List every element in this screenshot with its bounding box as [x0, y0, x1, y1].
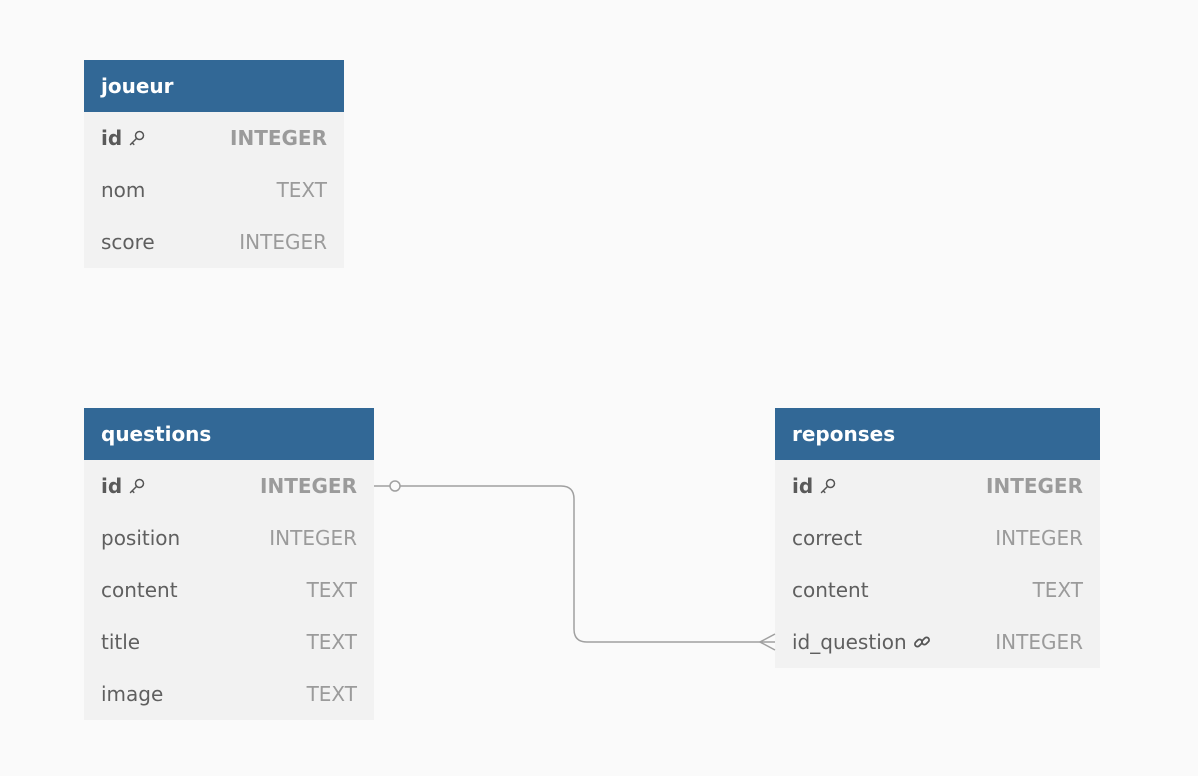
column-name: content: [792, 578, 869, 602]
column-type: TEXT: [276, 178, 327, 202]
table-row[interactable]: nom TEXT: [84, 164, 344, 216]
table-row[interactable]: correct INTEGER: [775, 512, 1100, 564]
table-row[interactable]: content TEXT: [775, 564, 1100, 616]
column-type: TEXT: [306, 682, 357, 706]
table-questions[interactable]: questions id INTEGER position INTEGER co…: [84, 408, 374, 720]
column-name: title: [101, 630, 141, 654]
table-reponses[interactable]: reponses id INTEGER correct INTEGER cont…: [775, 408, 1100, 668]
table-reponses-header[interactable]: reponses: [775, 408, 1100, 460]
column-type: TEXT: [306, 630, 357, 654]
column-name-cell: id: [101, 126, 146, 150]
column-name-cell: id_question: [792, 630, 931, 654]
column-name: id_question: [792, 630, 907, 654]
table-questions-header[interactable]: questions: [84, 408, 374, 460]
column-type: INTEGER: [239, 230, 327, 254]
column-name-cell: id: [101, 474, 146, 498]
table-row[interactable]: score INTEGER: [84, 216, 344, 268]
column-name: position: [101, 526, 181, 550]
key-icon: [128, 129, 146, 147]
table-row[interactable]: id INTEGER: [84, 460, 374, 512]
table-row[interactable]: title TEXT: [84, 616, 374, 668]
column-name: id: [101, 126, 123, 150]
column-type: INTEGER: [230, 126, 327, 150]
column-name: id: [792, 474, 814, 498]
column-name: content: [101, 578, 178, 602]
connector-line: [374, 485, 775, 643]
column-type: INTEGER: [269, 526, 357, 550]
column-name: image: [101, 682, 164, 706]
column-type: INTEGER: [986, 474, 1083, 498]
key-icon: [128, 477, 146, 495]
link-icon: [913, 633, 931, 651]
key-icon: [819, 477, 837, 495]
column-name: correct: [792, 526, 863, 550]
table-row[interactable]: id INTEGER: [775, 460, 1100, 512]
column-type: TEXT: [306, 578, 357, 602]
column-type: TEXT: [1032, 578, 1083, 602]
table-row[interactable]: content TEXT: [84, 564, 374, 616]
column-type: INTEGER: [995, 526, 1083, 550]
table-row[interactable]: position INTEGER: [84, 512, 374, 564]
column-type: INTEGER: [260, 474, 357, 498]
zero-cardinality-marker: [389, 480, 401, 492]
table-row[interactable]: id INTEGER: [84, 112, 344, 164]
column-name: id: [101, 474, 123, 498]
table-joueur[interactable]: joueur id INTEGER nom TEXT score INTEGER: [84, 60, 344, 268]
column-type: INTEGER: [995, 630, 1083, 654]
table-joueur-header[interactable]: joueur: [84, 60, 344, 112]
table-row[interactable]: id_question INTEGER: [775, 616, 1100, 668]
table-row[interactable]: image TEXT: [84, 668, 374, 720]
column-name-cell: id: [792, 474, 837, 498]
column-name: score: [101, 230, 155, 254]
many-cardinality-marker: [758, 633, 776, 651]
column-name: nom: [101, 178, 146, 202]
